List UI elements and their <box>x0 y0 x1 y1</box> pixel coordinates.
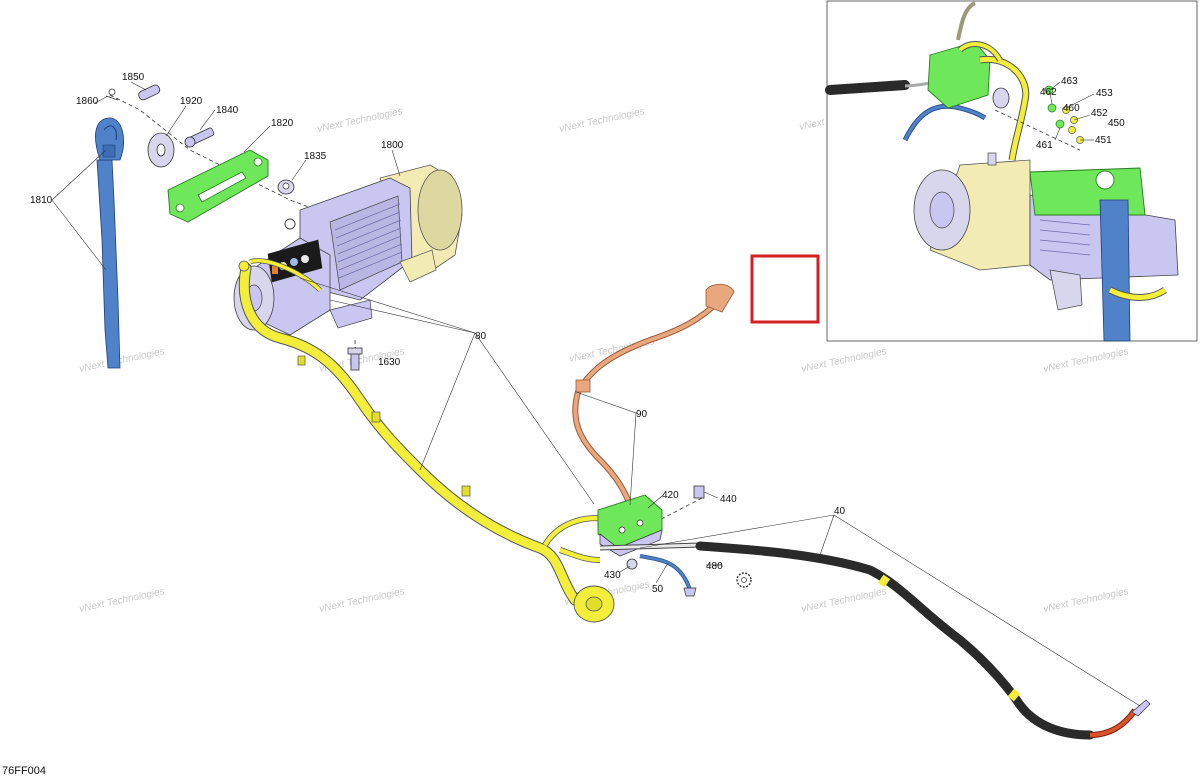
fairlead-bolt <box>184 127 215 148</box>
detail-inset <box>825 0 1198 342</box>
lock-washer <box>714 564 752 588</box>
callout-462: 462 <box>1040 87 1057 98</box>
callout-40: 40 <box>834 506 846 517</box>
callout-1840: 1840 <box>216 105 239 116</box>
callout-1860: 1860 <box>76 96 99 107</box>
callout-90: 90 <box>636 409 648 420</box>
hook-pin <box>105 84 161 101</box>
mounting-bolt <box>347 347 363 371</box>
watermark: vNext Technologies <box>800 346 887 375</box>
callout-480: 480 <box>706 561 723 572</box>
watermark: vNext Technologies <box>1042 346 1129 375</box>
callout-453: 453 <box>1096 88 1113 99</box>
callout-420: 420 <box>662 490 679 501</box>
callout-1630: 1630 <box>378 357 401 368</box>
callout-452: 452 <box>1091 108 1108 119</box>
callout-430: 430 <box>604 570 621 581</box>
watermark: vNext Technologies <box>558 106 645 135</box>
ground-wire <box>639 554 697 597</box>
highlight-frame <box>750 254 820 324</box>
callout-460: 460 <box>1063 103 1080 114</box>
callout-450: 450 <box>1108 118 1125 129</box>
callout-1835: 1835 <box>304 151 327 162</box>
callout-1820: 1820 <box>271 118 294 129</box>
leader-lines <box>51 81 1141 707</box>
callout-440: 440 <box>720 494 737 505</box>
watermark: vNext Technologies <box>316 106 403 135</box>
winch-strap-hook <box>95 117 124 369</box>
control-wire <box>572 283 735 512</box>
figure-code: 76FF004 <box>2 765 47 777</box>
watermark: vNext Technologies <box>800 586 887 615</box>
watermark: vNext Technologies <box>318 586 405 615</box>
callout-80: 80 <box>475 331 487 342</box>
callout-1920: 1920 <box>180 96 203 107</box>
nut <box>277 179 295 195</box>
screw <box>626 558 638 570</box>
clip-nut <box>693 485 705 499</box>
callout-451: 451 <box>1095 135 1112 146</box>
callout-50: 50 <box>652 584 664 595</box>
hawse-fairlead <box>167 149 269 223</box>
callout-1850: 1850 <box>122 72 145 83</box>
callout-1810: 1810 <box>30 195 53 206</box>
callout-labels: 1850 1860 1920 1840 1820 1835 1800 1810 … <box>30 72 1125 595</box>
watermark: vNext Technologies <box>78 346 165 375</box>
callout-1800: 1800 <box>381 140 404 151</box>
callout-463: 463 <box>1061 76 1078 87</box>
winch-assembly <box>233 164 463 336</box>
callout-461: 461 <box>1036 140 1053 151</box>
watermark: vNext Technologies <box>78 586 165 615</box>
assembly-dashed-line <box>109 94 331 216</box>
fairlead-washer <box>147 132 175 168</box>
battery-cable <box>599 541 1151 740</box>
watermark: vNext Technologies <box>1042 586 1129 615</box>
